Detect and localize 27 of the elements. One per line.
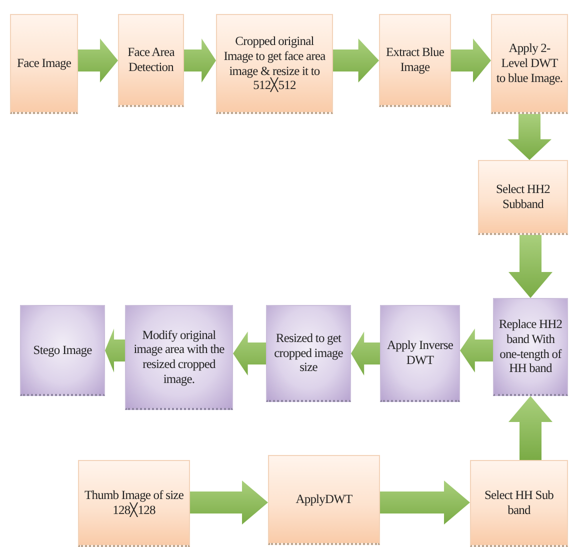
block-arrow [233,332,266,376]
block-arrow [380,480,470,524]
process-box: Face Area Detection [118,14,184,107]
block-arrow [190,480,268,524]
block-arrow [184,38,216,82]
process-box: Thumb Image of size 128╳128 [78,460,190,547]
process-box: Face Image [10,14,78,114]
block-arrow [460,328,493,372]
process-box: Resized to get cropped image size [266,305,351,402]
block-arrow [508,396,552,460]
block-arrow [451,38,491,82]
block-arrow [508,235,552,298]
process-box: ApplyDWT [268,455,380,545]
process-box: Apply Inverse DWT [380,305,460,402]
process-box: Replace HH2 band With one-tength of HH band [493,298,568,396]
process-box: Stego Image [20,305,105,396]
process-box: Apply 2-Level DWT to blue Image. [491,14,568,114]
process-box: Select HH Sub band [470,460,568,547]
block-arrow [78,38,118,82]
process-box: Extract Blue Image [379,14,451,107]
process-box: Cropped original Image to get face area image & resize it to 512╳512 [216,14,333,114]
block-arrow [351,332,380,376]
block-arrow [105,328,125,372]
process-box: Select HH2 Subband [478,160,568,235]
process-box: Modify original image area with the resized cropped image. [125,305,233,410]
block-arrow [508,114,552,160]
block-arrow [333,38,379,82]
